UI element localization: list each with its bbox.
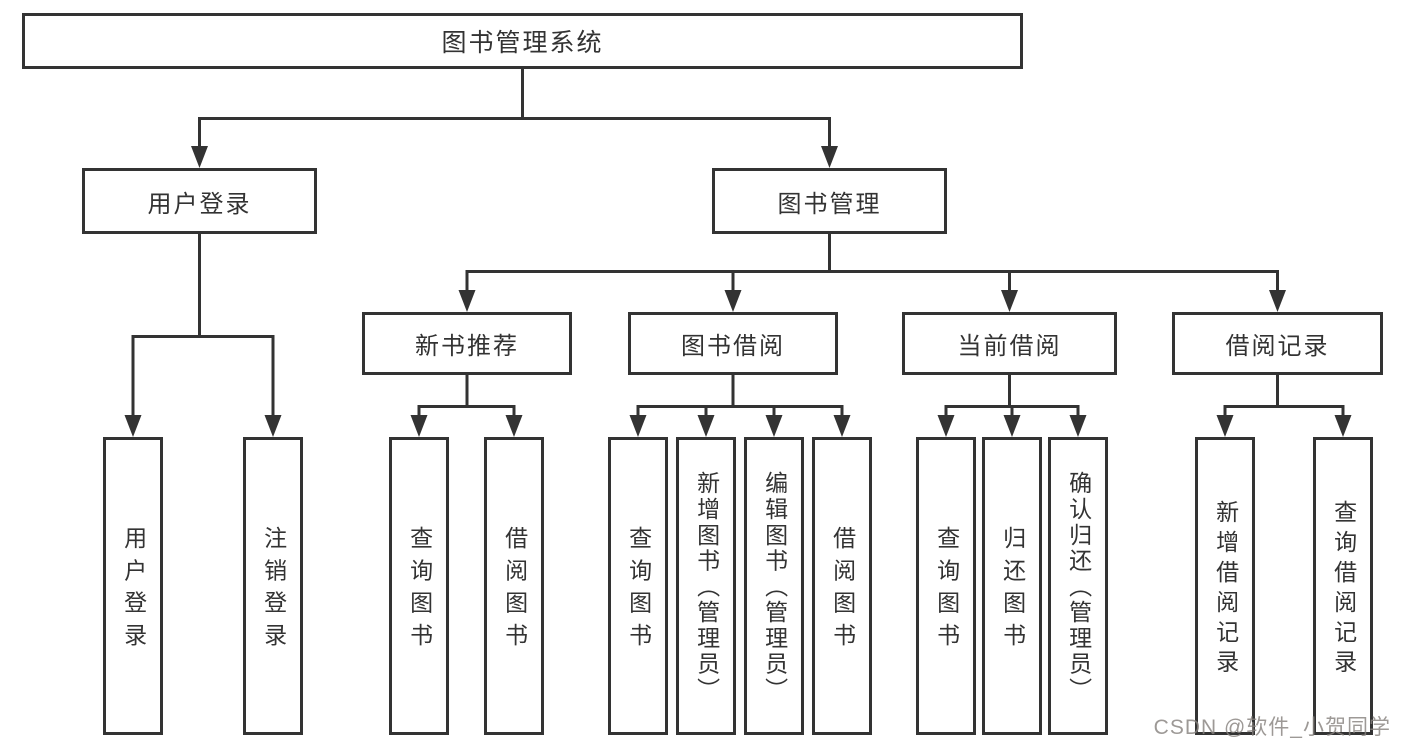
node-book-borrowing: 图书借阅 — [628, 312, 838, 375]
node-user-login: 用户登录 — [82, 168, 317, 234]
leaf-query-books-current: 查询图书 — [916, 437, 976, 735]
node-current-borrowing: 当前借阅 — [902, 312, 1117, 375]
leaf-query-books-recommend-label: 查询图书 — [406, 526, 433, 655]
node-current-borrowing-label: 当前借阅 — [957, 333, 1062, 360]
node-book-management: 图书管理 — [712, 168, 947, 234]
leaf-edit-book-admin: 编辑图书（管理员） — [744, 437, 804, 735]
leaf-query-borrow-record-label: 查询借阅记录 — [1330, 499, 1357, 680]
leaf-query-books-borrowing-label: 查询图书 — [625, 526, 652, 655]
leaf-query-books-recommend: 查询图书 — [389, 437, 449, 735]
leaf-query-books-borrowing: 查询图书 — [608, 437, 668, 735]
node-library-system: 图书管理系统 — [22, 13, 1023, 69]
leaf-query-borrow-record: 查询借阅记录 — [1313, 437, 1373, 735]
leaf-add-book-admin-label: 新增图书（管理员） — [693, 471, 720, 704]
leaf-logout-label: 注销登录 — [260, 526, 287, 655]
leaf-logout: 注销登录 — [243, 437, 303, 735]
leaf-user-login-label: 用户登录 — [120, 526, 147, 655]
leaf-add-book-admin: 新增图书（管理员） — [676, 437, 736, 735]
node-user-login-label: 用户登录 — [147, 190, 252, 218]
leaf-borrow-books-borrowing: 借阅图书 — [812, 437, 872, 735]
node-borrow-records: 借阅记录 — [1172, 312, 1383, 375]
node-new-book-recommend: 新书推荐 — [362, 312, 572, 375]
leaf-edit-book-admin-label: 编辑图书（管理员） — [761, 471, 788, 704]
node-library-system-label: 图书管理系统 — [441, 29, 604, 57]
leaf-return-books-label: 归还图书 — [999, 526, 1026, 655]
leaf-user-login: 用户登录 — [103, 437, 163, 735]
leaf-borrow-books-recommend-label: 借阅图书 — [501, 526, 528, 655]
leaf-borrow-books-borrowing-label: 借阅图书 — [829, 526, 856, 655]
watermark: CSDN @软件_小贺同学 — [1153, 716, 1391, 739]
leaf-add-borrow-record: 新增借阅记录 — [1195, 437, 1255, 735]
node-book-borrowing-label: 图书借阅 — [681, 333, 785, 360]
leaf-add-borrow-record-label: 新增借阅记录 — [1212, 499, 1239, 680]
leaf-confirm-return-admin-label: 确认归还（管理员） — [1065, 471, 1092, 704]
node-new-book-recommend-label: 新书推荐 — [415, 333, 519, 360]
leaf-borrow-books-recommend: 借阅图书 — [484, 437, 544, 735]
leaf-return-books: 归还图书 — [982, 437, 1042, 735]
node-book-management-label: 图书管理 — [777, 190, 882, 218]
leaf-query-books-current-label: 查询图书 — [933, 526, 960, 655]
leaf-confirm-return-admin: 确认归还（管理员） — [1048, 437, 1108, 735]
node-borrow-records-label: 借阅记录 — [1225, 333, 1330, 360]
